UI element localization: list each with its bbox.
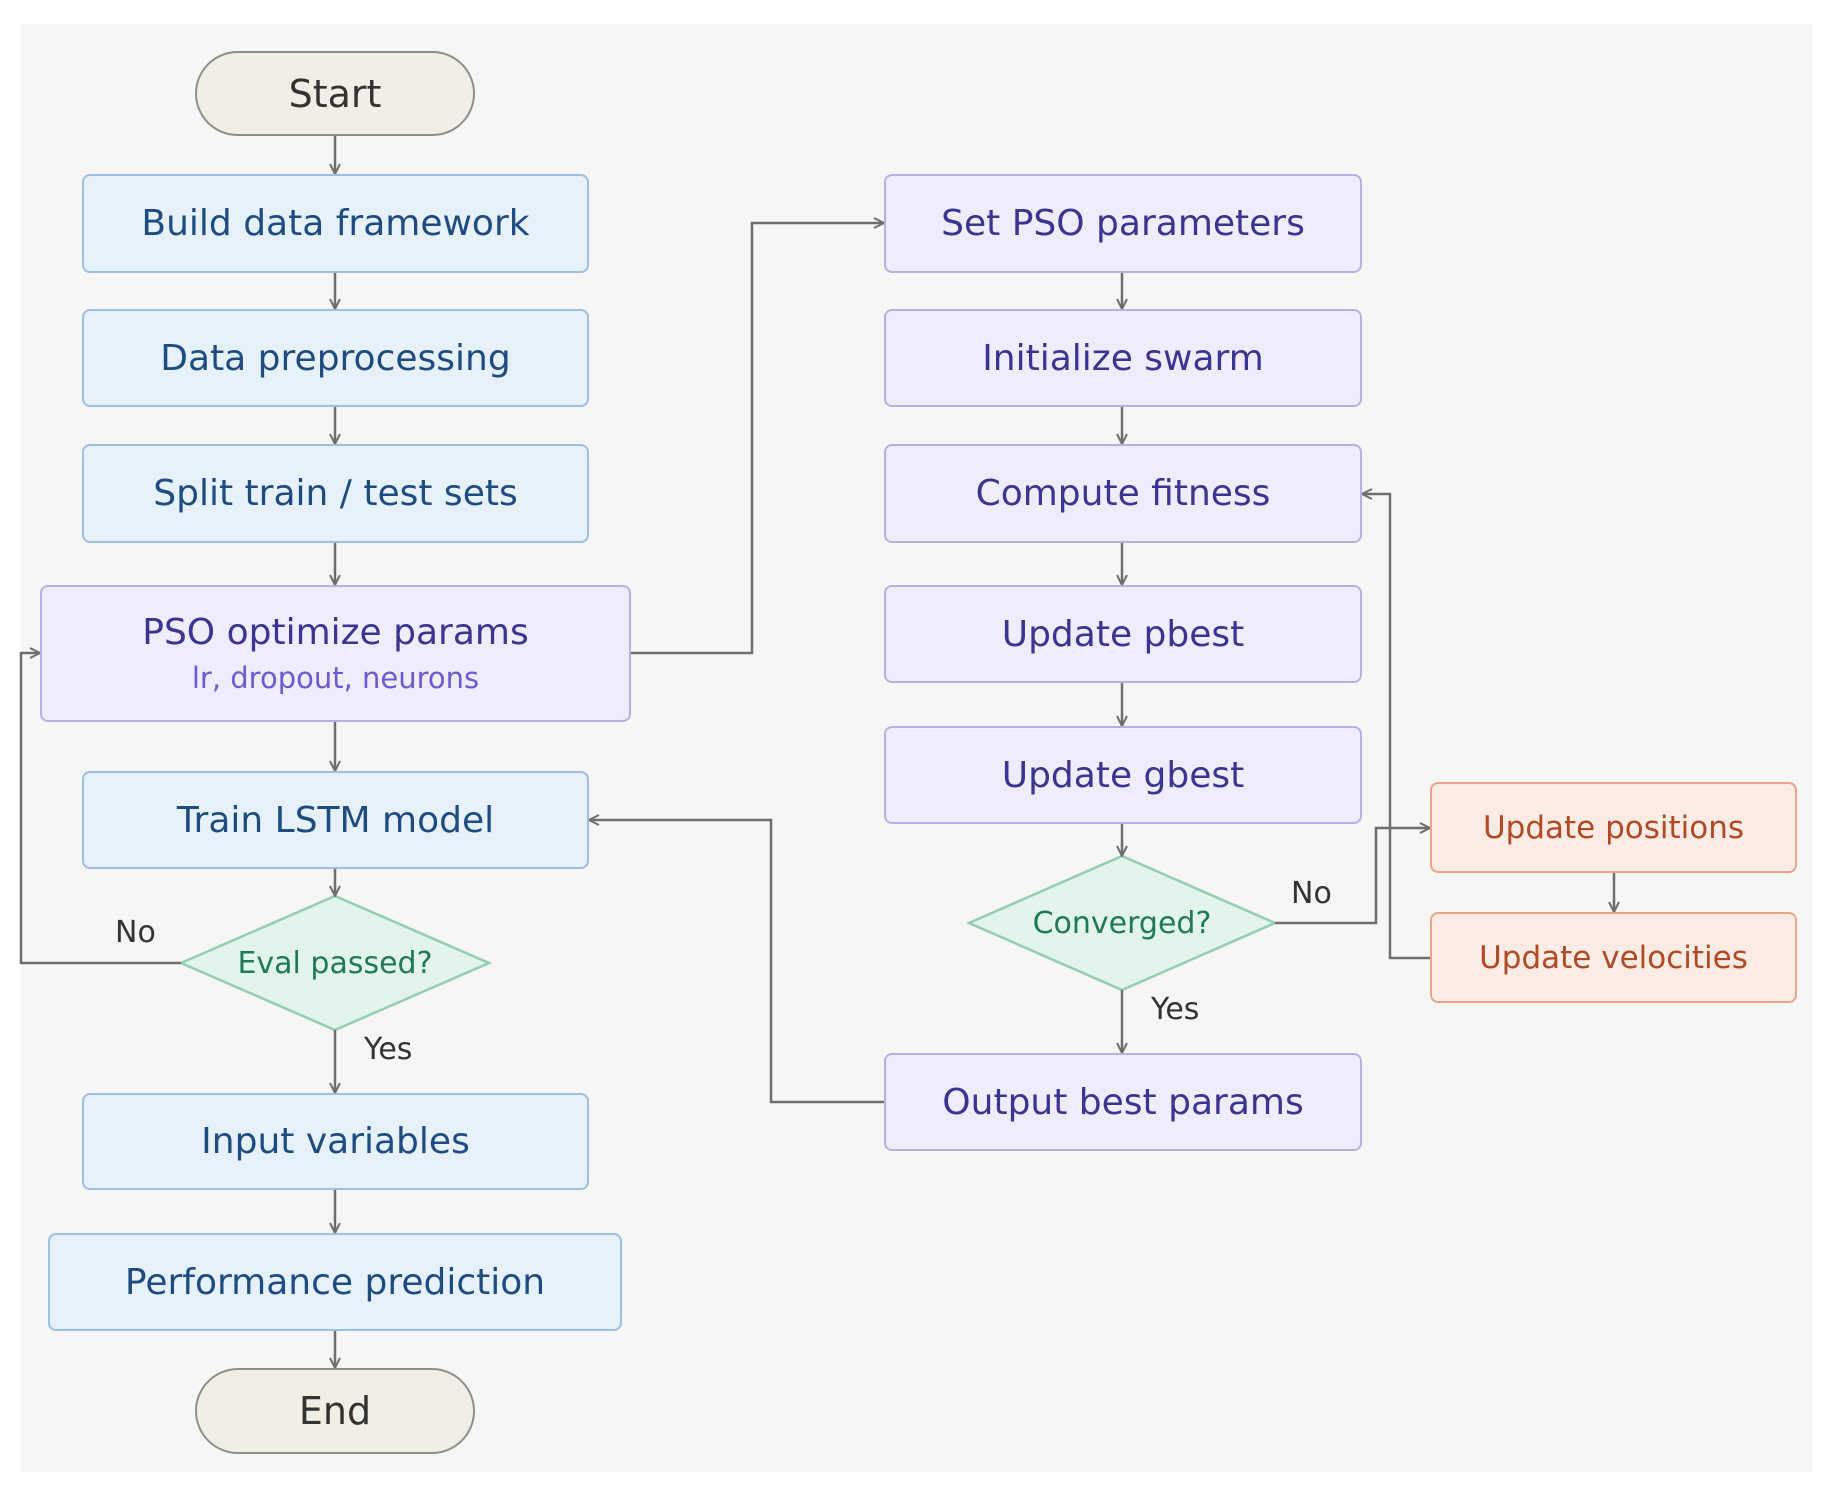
arrow-eval-no-loop — [19, 653, 181, 965]
arrow-output-to-train — [589, 820, 884, 1104]
eval-no-label: No — [115, 915, 156, 950]
converged-no-label: No — [1291, 876, 1332, 911]
performance-prediction-label: Performance prediction — [124, 1261, 546, 1303]
update-velocities-label: Update velocities — [1479, 939, 1748, 976]
input-variables-label: Input variables — [201, 1121, 470, 1162]
update-velocities-node: Update velocities — [1430, 912, 1797, 1003]
split-train-test-node: Split train / test sets — [82, 444, 589, 543]
pso-optimize-params-label: PSO optimize params — [142, 612, 529, 653]
performance-prediction-node: Performance prediction — [48, 1233, 622, 1331]
converged-yes-label: Yes — [1151, 992, 1200, 1027]
data-preprocessing-node: Data preprocessing — [82, 309, 589, 407]
arrow-velocities-to-fitness — [1362, 494, 1430, 960]
arrow-pso-to-set-parameters — [631, 223, 884, 655]
input-variables-node: Input variables — [82, 1093, 589, 1190]
update-pbest-label: Update pbest — [1001, 613, 1245, 655]
output-best-params-label: Output best params — [942, 1081, 1304, 1123]
set-pso-parameters-label: Set PSO parameters — [941, 203, 1305, 244]
split-train-test-label: Split train / test sets — [153, 473, 518, 514]
update-gbest-node: Update gbest — [884, 726, 1362, 824]
compute-fitness-node: Compute fitness — [884, 444, 1362, 543]
eval-yes-label: Yes — [364, 1032, 413, 1067]
update-pbest-node: Update pbest — [884, 585, 1362, 683]
end-label: End — [298, 1389, 372, 1433]
end-node: End — [195, 1368, 475, 1454]
update-gbest-label: Update gbest — [1001, 754, 1245, 796]
start-node: Start — [195, 51, 475, 136]
build-data-framework-label: Build data framework — [141, 203, 530, 244]
update-positions-label: Update positions — [1482, 809, 1745, 846]
initialize-swarm-label: Initialize swarm — [982, 337, 1264, 379]
initialize-swarm-node: Initialize swarm — [884, 309, 1362, 407]
converged-label: Converged? — [1032, 905, 1212, 941]
output-best-params-node: Output best params — [884, 1053, 1362, 1151]
set-pso-parameters-node: Set PSO parameters — [884, 174, 1362, 273]
start-label: Start — [288, 71, 382, 116]
arrow-converged-no-to-positions — [1275, 828, 1430, 925]
pso-optimize-params-sublabel: lr, dropout, neurons — [191, 661, 480, 695]
train-lstm-model-label: Train LSTM model — [176, 799, 495, 841]
train-lstm-model-node: Train LSTM model — [82, 771, 589, 869]
pso-optimize-params-node: PSO optimize params lr, dropout, neurons — [40, 585, 631, 722]
build-data-framework-node: Build data framework — [82, 174, 589, 273]
data-preprocessing-label: Data preprocessing — [160, 337, 511, 379]
eval-passed-label: Eval passed? — [237, 945, 433, 981]
update-positions-node: Update positions — [1430, 782, 1797, 873]
compute-fitness-label: Compute fitness — [975, 473, 1271, 514]
